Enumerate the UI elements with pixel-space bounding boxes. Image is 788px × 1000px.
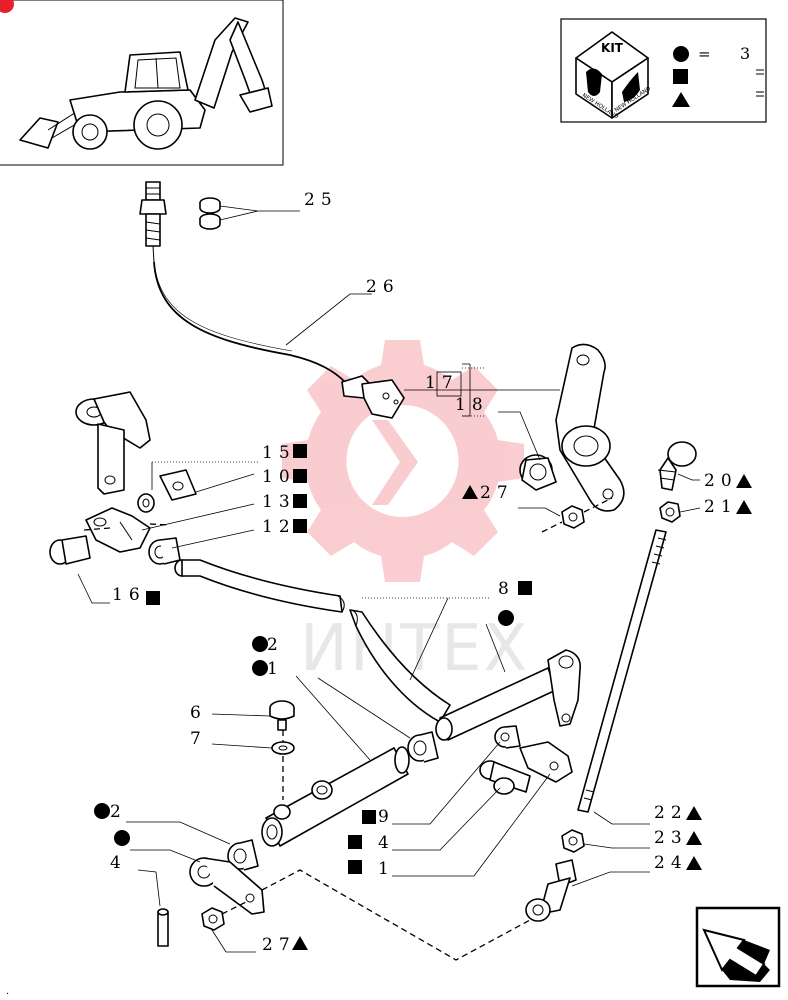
part-9-bushing <box>494 725 521 749</box>
callout-10-square-icon <box>293 469 307 483</box>
callout-24-triangle-icon <box>686 856 702 870</box>
callout-6: 6 <box>190 703 207 723</box>
legend-circle-icon <box>673 46 689 62</box>
leader-lines <box>77 293 701 953</box>
callout-8: 8 <box>498 579 515 599</box>
machine-thumbnail <box>0 0 284 166</box>
part-27-nut-lower <box>201 907 225 931</box>
part-15-washer <box>137 493 155 513</box>
callout-1s-square-icon <box>348 860 362 874</box>
callout-3b-circle-icon <box>114 830 130 846</box>
callout-4s: 4 <box>378 833 395 853</box>
callout-16-square-icon <box>146 591 160 605</box>
callout-2a-circle-icon <box>252 636 268 652</box>
callout-25: 25 <box>304 190 338 210</box>
part-20-ball-joint <box>657 441 697 491</box>
callout-12: 12 <box>262 517 296 537</box>
kit-cube-icon: KIT NEW HOLLAND NEW HOLLAND <box>575 31 652 120</box>
callout-8c-circle-icon <box>498 610 514 626</box>
callout-20: 20 <box>704 471 738 491</box>
callout-12-square-icon <box>293 519 307 533</box>
callout-9-square-icon <box>362 810 376 824</box>
callout-1a-circle-icon <box>252 660 268 676</box>
watermark-gear-icon <box>282 340 524 582</box>
callout-27a: 27 <box>480 483 514 503</box>
callout-27a-triangle-icon <box>462 485 478 499</box>
callout-21: 21 <box>704 497 738 517</box>
callout-20-triangle-icon <box>736 474 752 488</box>
part-12-bushing <box>148 537 181 565</box>
kit-label: KIT <box>601 41 624 55</box>
part-6-bolt <box>269 700 295 731</box>
callout-2b-circle-icon <box>94 803 110 819</box>
part-2-bushing-lower <box>227 839 259 871</box>
part-17-lever-arm <box>555 343 625 512</box>
part-22-threaded-rod <box>577 529 667 813</box>
part-16-pin <box>49 535 91 565</box>
part-8-lever-shaft <box>435 649 582 741</box>
callout-4: 4 <box>110 853 127 873</box>
callout-26: 26 <box>366 277 400 297</box>
callout-13: 13 <box>262 492 296 512</box>
callout-7: 7 <box>190 729 207 749</box>
callout-17: 17 <box>425 373 459 393</box>
callout-10: 10 <box>262 467 296 487</box>
callout-16: 16 <box>112 585 146 605</box>
kit-legend-box: KIT NEW HOLLAND NEW HOLLAND = 3 <box>560 18 767 123</box>
part-26-sensor-harness <box>139 181 405 419</box>
part-3-clevis <box>189 857 265 915</box>
part-2-bushing <box>407 731 439 763</box>
next-page-arrow-icon[interactable] <box>695 906 781 988</box>
part-13-clevis <box>85 507 151 553</box>
part-18-bushing <box>519 454 557 491</box>
part-23-nut <box>561 829 585 853</box>
callout-24: 24 <box>654 853 688 873</box>
part-7-washer <box>271 741 295 755</box>
legend-circle-value: 3 <box>740 44 750 63</box>
backhoe-loader-icon <box>19 17 273 150</box>
left-support-bracket <box>75 391 151 495</box>
part-24-ball-joint <box>525 859 577 922</box>
callout-9: 9 <box>378 807 395 827</box>
part-1-clevis-small <box>519 741 573 783</box>
part-4-roll-pin <box>157 908 169 947</box>
callout-27b: 27 <box>262 935 296 955</box>
callout-1s: 1 <box>378 859 395 879</box>
callout-18: 18 <box>455 395 489 415</box>
callout-13-square-icon <box>293 494 307 508</box>
callout-1a: 1 <box>267 659 284 679</box>
callout-27b-triangle-icon <box>292 936 308 950</box>
part-4-pin <box>479 760 531 795</box>
callout-15-square-icon <box>293 444 307 458</box>
legend-triangle-icon <box>672 92 690 107</box>
callout-8-square-icon <box>518 581 532 595</box>
callout-4s-square-icon <box>348 835 362 849</box>
watermark-text: ИНТЕХ <box>300 612 529 686</box>
part-10-plate <box>159 469 197 501</box>
callout-22: 22 <box>654 803 688 823</box>
legend-square-icon <box>673 69 688 84</box>
callout-22-triangle-icon <box>686 806 702 820</box>
part-8-bent-rod <box>174 559 451 723</box>
legend-circle-eq: = <box>698 45 711 63</box>
callout-labels: 25 26 17 18 15 10 13 12 16 27 20 21 8 2 … <box>94 190 752 955</box>
part-27-nut <box>561 505 585 529</box>
part-25-washers <box>199 197 300 230</box>
callout-2a: 2 <box>267 635 284 655</box>
part-1-main-tube <box>261 746 410 847</box>
callout-2b: 2 <box>110 802 127 822</box>
callout-23: 23 <box>654 828 688 848</box>
corner-dot: . <box>6 986 9 997</box>
callout-15: 15 <box>262 443 296 463</box>
callout-21-triangle-icon <box>736 500 752 514</box>
part-21-nut <box>659 501 681 523</box>
callout-23-triangle-icon <box>686 831 702 845</box>
